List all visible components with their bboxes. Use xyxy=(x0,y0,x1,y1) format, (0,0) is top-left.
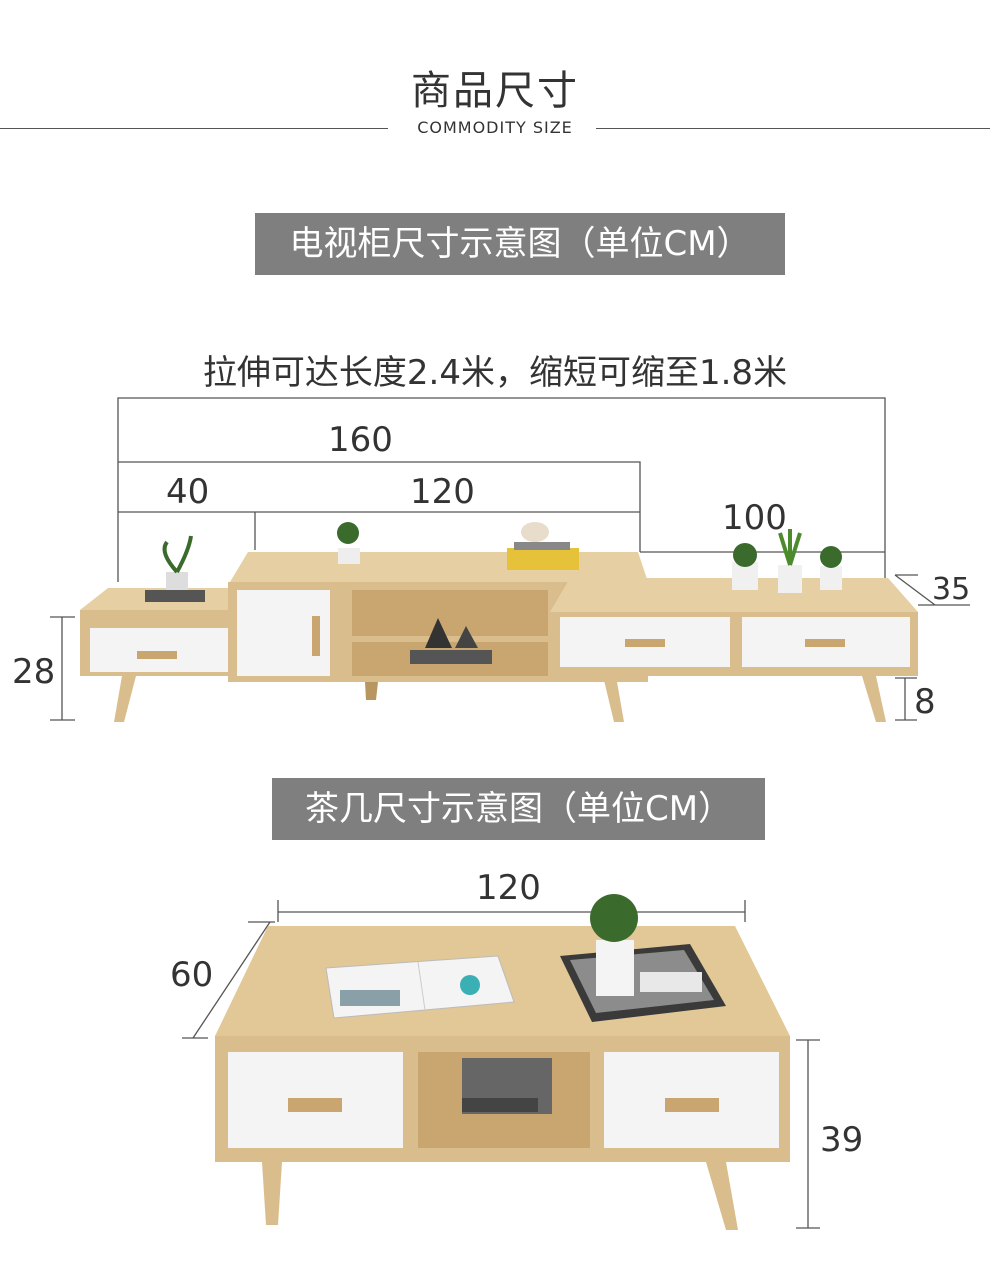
tv-cabinet xyxy=(80,522,918,722)
dim-tv-28: 28 xyxy=(12,652,56,692)
dim-table-39: 39 xyxy=(820,1120,864,1160)
dim-tv-160: 160 xyxy=(328,420,393,460)
title-rule-left xyxy=(0,128,388,129)
tv-cabinet-note: 拉伸可达长度2.4米，缩短可缩至1.8米 xyxy=(202,353,788,393)
dim-table-60: 60 xyxy=(170,955,214,995)
dim-tv-120: 120 xyxy=(410,472,475,512)
page-subtitle: COMMODITY SIZE xyxy=(417,118,573,137)
tv-dimension-lines xyxy=(50,397,970,721)
dim-tv-8: 8 xyxy=(914,682,936,722)
title-rule-right xyxy=(596,128,990,129)
dim-tv-100: 100 xyxy=(722,498,787,538)
dim-table-120: 120 xyxy=(476,868,541,908)
dim-tv-40: 40 xyxy=(166,472,210,512)
table-dimension-lines xyxy=(182,900,820,1229)
page-title: 商品尺寸 xyxy=(411,68,579,114)
dim-tv-35: 35 xyxy=(932,572,971,607)
coffee-table xyxy=(215,894,790,1230)
tv-cabinet-banner: 电视柜尺寸示意图（单位CM） xyxy=(255,213,785,275)
coffee-table-banner: 茶几尺寸示意图（单位CM） xyxy=(272,778,765,840)
